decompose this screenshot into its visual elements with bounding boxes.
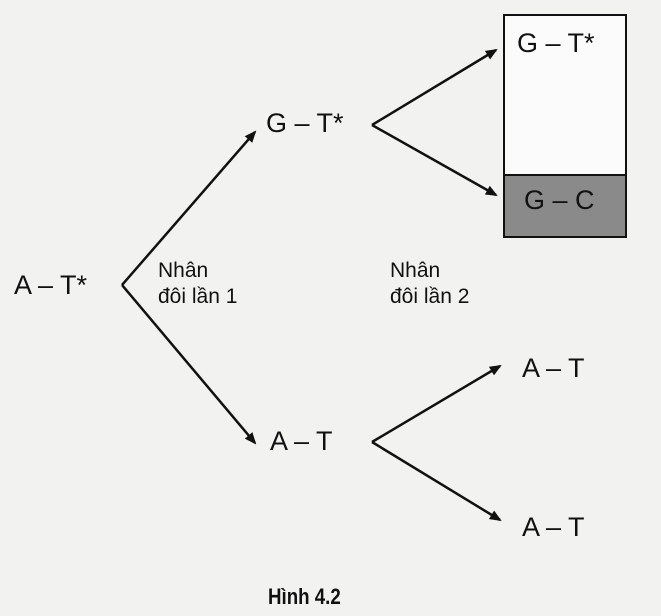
figure-caption: Hình 4.2 xyxy=(268,584,341,609)
node-start: A – T* xyxy=(14,270,88,300)
node-gen1-bottom: A – T xyxy=(270,426,333,456)
node-gen2-bottom-b: A – T xyxy=(522,512,585,542)
node-gen1-top: G – T* xyxy=(266,108,344,138)
node-gen2-top-b: G – C xyxy=(524,185,595,215)
arrow-start-to-gt xyxy=(121,130,257,286)
label-replication-2: Nhân đôi lần 2 xyxy=(390,259,470,308)
arrow-start-to-at xyxy=(121,284,257,445)
arrow-at-to-at-top xyxy=(371,364,502,444)
generation2-box xyxy=(503,14,627,238)
label-replication-1: Nhân đôi lần 1 xyxy=(158,259,238,308)
mutation-highlight xyxy=(505,174,625,236)
arrow-at-to-at-bottom xyxy=(371,440,502,522)
node-gen2-bottom-a: A – T xyxy=(522,353,585,383)
node-gen2-top-a: G – T* xyxy=(517,28,595,58)
arrow-gt-to-gt xyxy=(371,48,498,127)
arrow-gt-to-gc xyxy=(371,123,498,197)
